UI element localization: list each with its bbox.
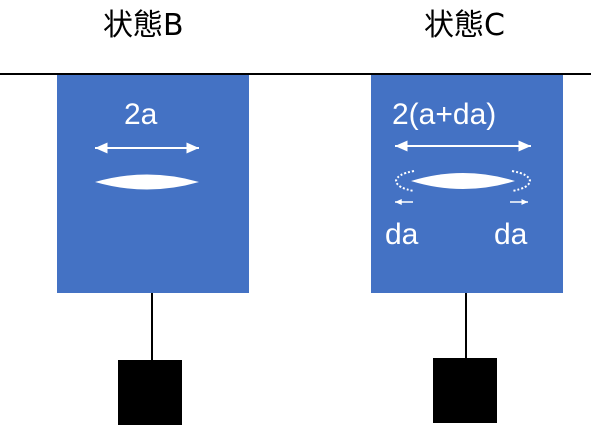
state-c-right-growth-label: da — [494, 218, 528, 251]
state-c-crack-original — [411, 173, 515, 189]
state-b-width-label: 2a — [124, 98, 158, 131]
state-c-wire — [465, 293, 467, 358]
state-c-width-label: 2(a+da) — [392, 98, 497, 131]
state-b-weight — [118, 360, 182, 425]
state-c-crack-extension-right — [511, 170, 532, 192]
state-b-wire — [151, 293, 153, 360]
state-c-crack-extension-left — [394, 170, 415, 192]
state-c-title: 状態C — [424, 8, 505, 43]
state-c-weight — [433, 358, 497, 423]
state-c-left-growth-label: da — [385, 218, 419, 251]
state-b-title: 状態B — [103, 8, 184, 43]
state-b-crack — [95, 174, 199, 190]
ceiling-line — [0, 73, 591, 75]
